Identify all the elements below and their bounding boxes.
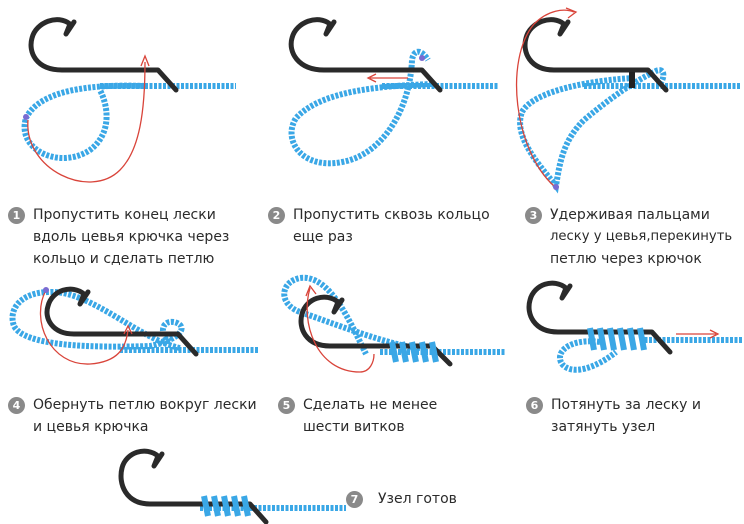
caption-line: еще раз (293, 229, 353, 245)
step-4-caption: 4 Обернуть петлю вокруг лески и цевья кр… (8, 394, 268, 444)
fishing-line-loop (288, 48, 433, 167)
fish-hook-icon (526, 280, 673, 355)
knot-wraps (201, 495, 251, 517)
step-number-badge: 2 (268, 207, 285, 224)
step-1-illustration (0, 0, 248, 200)
caption-line: Пропустить конец лески (33, 207, 216, 223)
red-arrow-icon (306, 287, 375, 373)
fishing-line-loop (517, 67, 667, 194)
step-number-badge: 7 (346, 491, 363, 508)
step-number-badge: 6 (526, 397, 543, 414)
caption-line: вдоль цевья крючка через (33, 229, 230, 245)
step-3-caption: 3 Удерживая пальцами леску у цевья,перек… (525, 204, 744, 274)
caption-line: Узел готов (378, 491, 457, 507)
fishing-line-loop (9, 288, 185, 351)
knot-wraps (389, 341, 439, 363)
caption-line: Сделать не менее (303, 397, 438, 413)
caption-line: и цевья крючка (33, 419, 149, 435)
caption-line: шести витков (303, 419, 405, 435)
fishing-line-loop (557, 338, 618, 373)
fish-hook-icon (288, 17, 443, 93)
caption-line: Удерживая пальцами (550, 207, 710, 223)
knot-wraps (587, 327, 647, 351)
red-arrow-icon (516, 9, 575, 187)
step-5-illustration (270, 262, 510, 392)
fish-hook-icon (298, 294, 453, 367)
fish-hook-icon (118, 448, 269, 524)
fish-hook-icon (28, 17, 179, 93)
step-number-badge: 5 (278, 397, 295, 414)
caption-line: затянуть узел (551, 419, 656, 435)
fish-hook-icon (44, 286, 199, 357)
step-number-badge: 1 (8, 207, 25, 224)
fishing-line-loop (281, 274, 421, 356)
step-5-caption: 5 Сделать не менее шести витков (278, 394, 498, 444)
step-7-illustration (110, 440, 350, 524)
step-number-badge: 3 (525, 207, 542, 224)
step-2-caption: 2 Пропустить сквозь кольцо еще раз (268, 204, 498, 254)
step-4-illustration (0, 270, 260, 390)
caption-line: петлю через крючок (550, 251, 702, 267)
caption-line: кольцо и сделать петлю (33, 251, 215, 267)
caption-line: леску у цевья,перекинуть (550, 229, 733, 244)
step-1-caption: 1 Пропустить конец лески вдоль цевья крю… (8, 204, 248, 274)
red-arrow-icon (39, 289, 129, 365)
step-2-illustration (262, 0, 502, 200)
step-6-caption: 6 Потянуть за леску и затянуть узел (526, 394, 744, 444)
step-number-badge: 4 (8, 397, 25, 414)
step-3-illustration (504, 0, 744, 200)
step-6-illustration (520, 268, 744, 388)
fishing-line-loop (21, 82, 146, 161)
step-7-caption: 7 Узел готов (346, 488, 546, 514)
caption-line: Пропустить сквозь кольцо (293, 207, 490, 223)
caption-line: Потянуть за леску и (551, 397, 701, 413)
caption-line: Обернуть петлю вокруг лески (33, 397, 257, 413)
red-arrow-icon (27, 61, 146, 183)
